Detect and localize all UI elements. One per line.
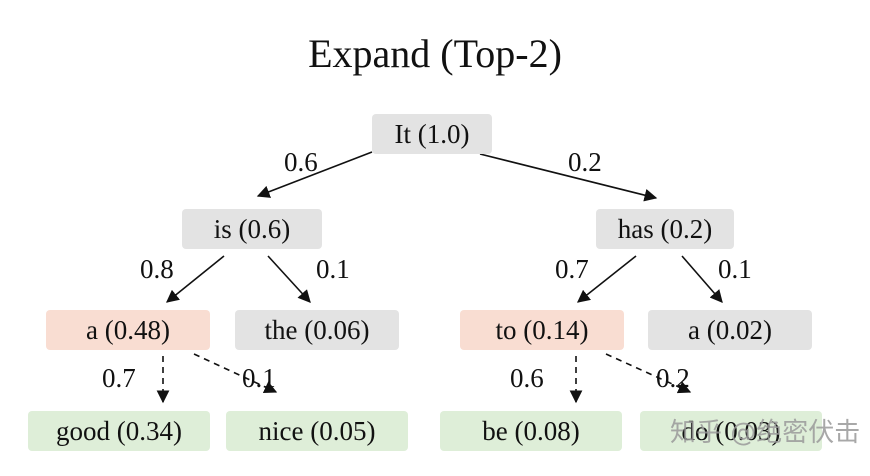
node-to-selected: to (0.14) <box>460 310 624 350</box>
edge-is-a <box>166 255 225 303</box>
node-a: a (0.02) <box>648 310 812 350</box>
edge-label-a-nice: 0.1 <box>242 363 276 393</box>
node-do: do (0.03) <box>640 411 822 451</box>
node-be: be (0.08) <box>440 411 622 451</box>
node-is: is (0.6) <box>182 209 322 249</box>
node-the: the (0.06) <box>235 310 399 350</box>
node-nice: nice (0.05) <box>226 411 408 451</box>
edge-a-nice <box>193 353 278 393</box>
edge-label-root-has: 0.2 <box>568 147 602 177</box>
edge-label-has-to: 0.7 <box>555 254 589 284</box>
edge-is-the <box>267 255 311 303</box>
watermark-text: 知乎 @绝密伏击 <box>670 418 861 448</box>
edge-to-do <box>605 353 692 394</box>
node-a-selected: a (0.48) <box>46 310 210 350</box>
edge-label-a-good: 0.7 <box>102 363 136 393</box>
edge-has-a <box>681 255 723 303</box>
node-has: has (0.2) <box>596 209 734 249</box>
edge-label-root-is: 0.6 <box>284 147 318 177</box>
edge-label-is-the: 0.1 <box>316 254 350 284</box>
edge-label-is-a: 0.8 <box>140 254 174 284</box>
node-root: It (1.0) <box>372 114 492 154</box>
edge-label-to-be: 0.6 <box>510 363 544 393</box>
node-good: good (0.34) <box>28 411 210 451</box>
edge-label-has-a: 0.1 <box>718 254 752 284</box>
edge-root-is <box>256 151 373 198</box>
edge-has-to <box>576 255 637 303</box>
edge-root-has <box>479 153 658 202</box>
diagram-title: Expand (Top-2) <box>308 31 562 76</box>
edge-label-to-do: 0.2 <box>656 363 690 393</box>
